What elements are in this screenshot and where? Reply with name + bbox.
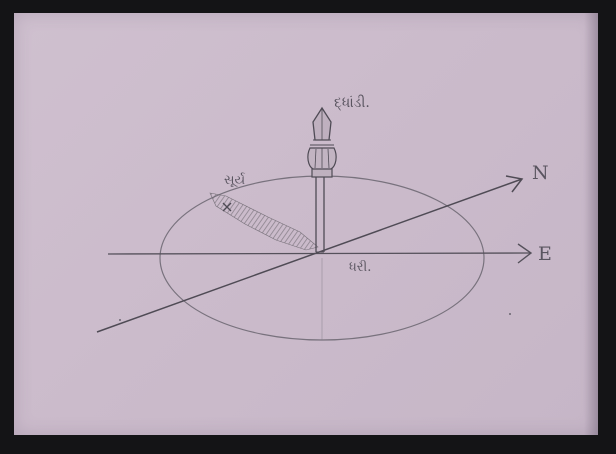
east-arrow-icon — [517, 243, 533, 264]
pencil-dot — [119, 319, 121, 321]
paper-sheet — [14, 13, 598, 435]
east-west-axis — [107, 252, 531, 255]
paper-edge-shadow — [584, 13, 598, 435]
east-label: E — [538, 243, 552, 265]
tower-shadow — [209, 192, 319, 251]
north-arrow-icon — [505, 175, 524, 193]
tower-icon — [307, 106, 337, 253]
sun-label: સૂર્ય — [224, 172, 246, 188]
cross-mark-icon — [222, 202, 232, 212]
north-south-axis — [96, 178, 523, 333]
tower-label: દ્ધાંડી. — [334, 95, 370, 111]
pencil-dot — [509, 313, 511, 315]
ground-label: ધરી. — [349, 259, 371, 275]
north-label: N — [532, 162, 549, 184]
